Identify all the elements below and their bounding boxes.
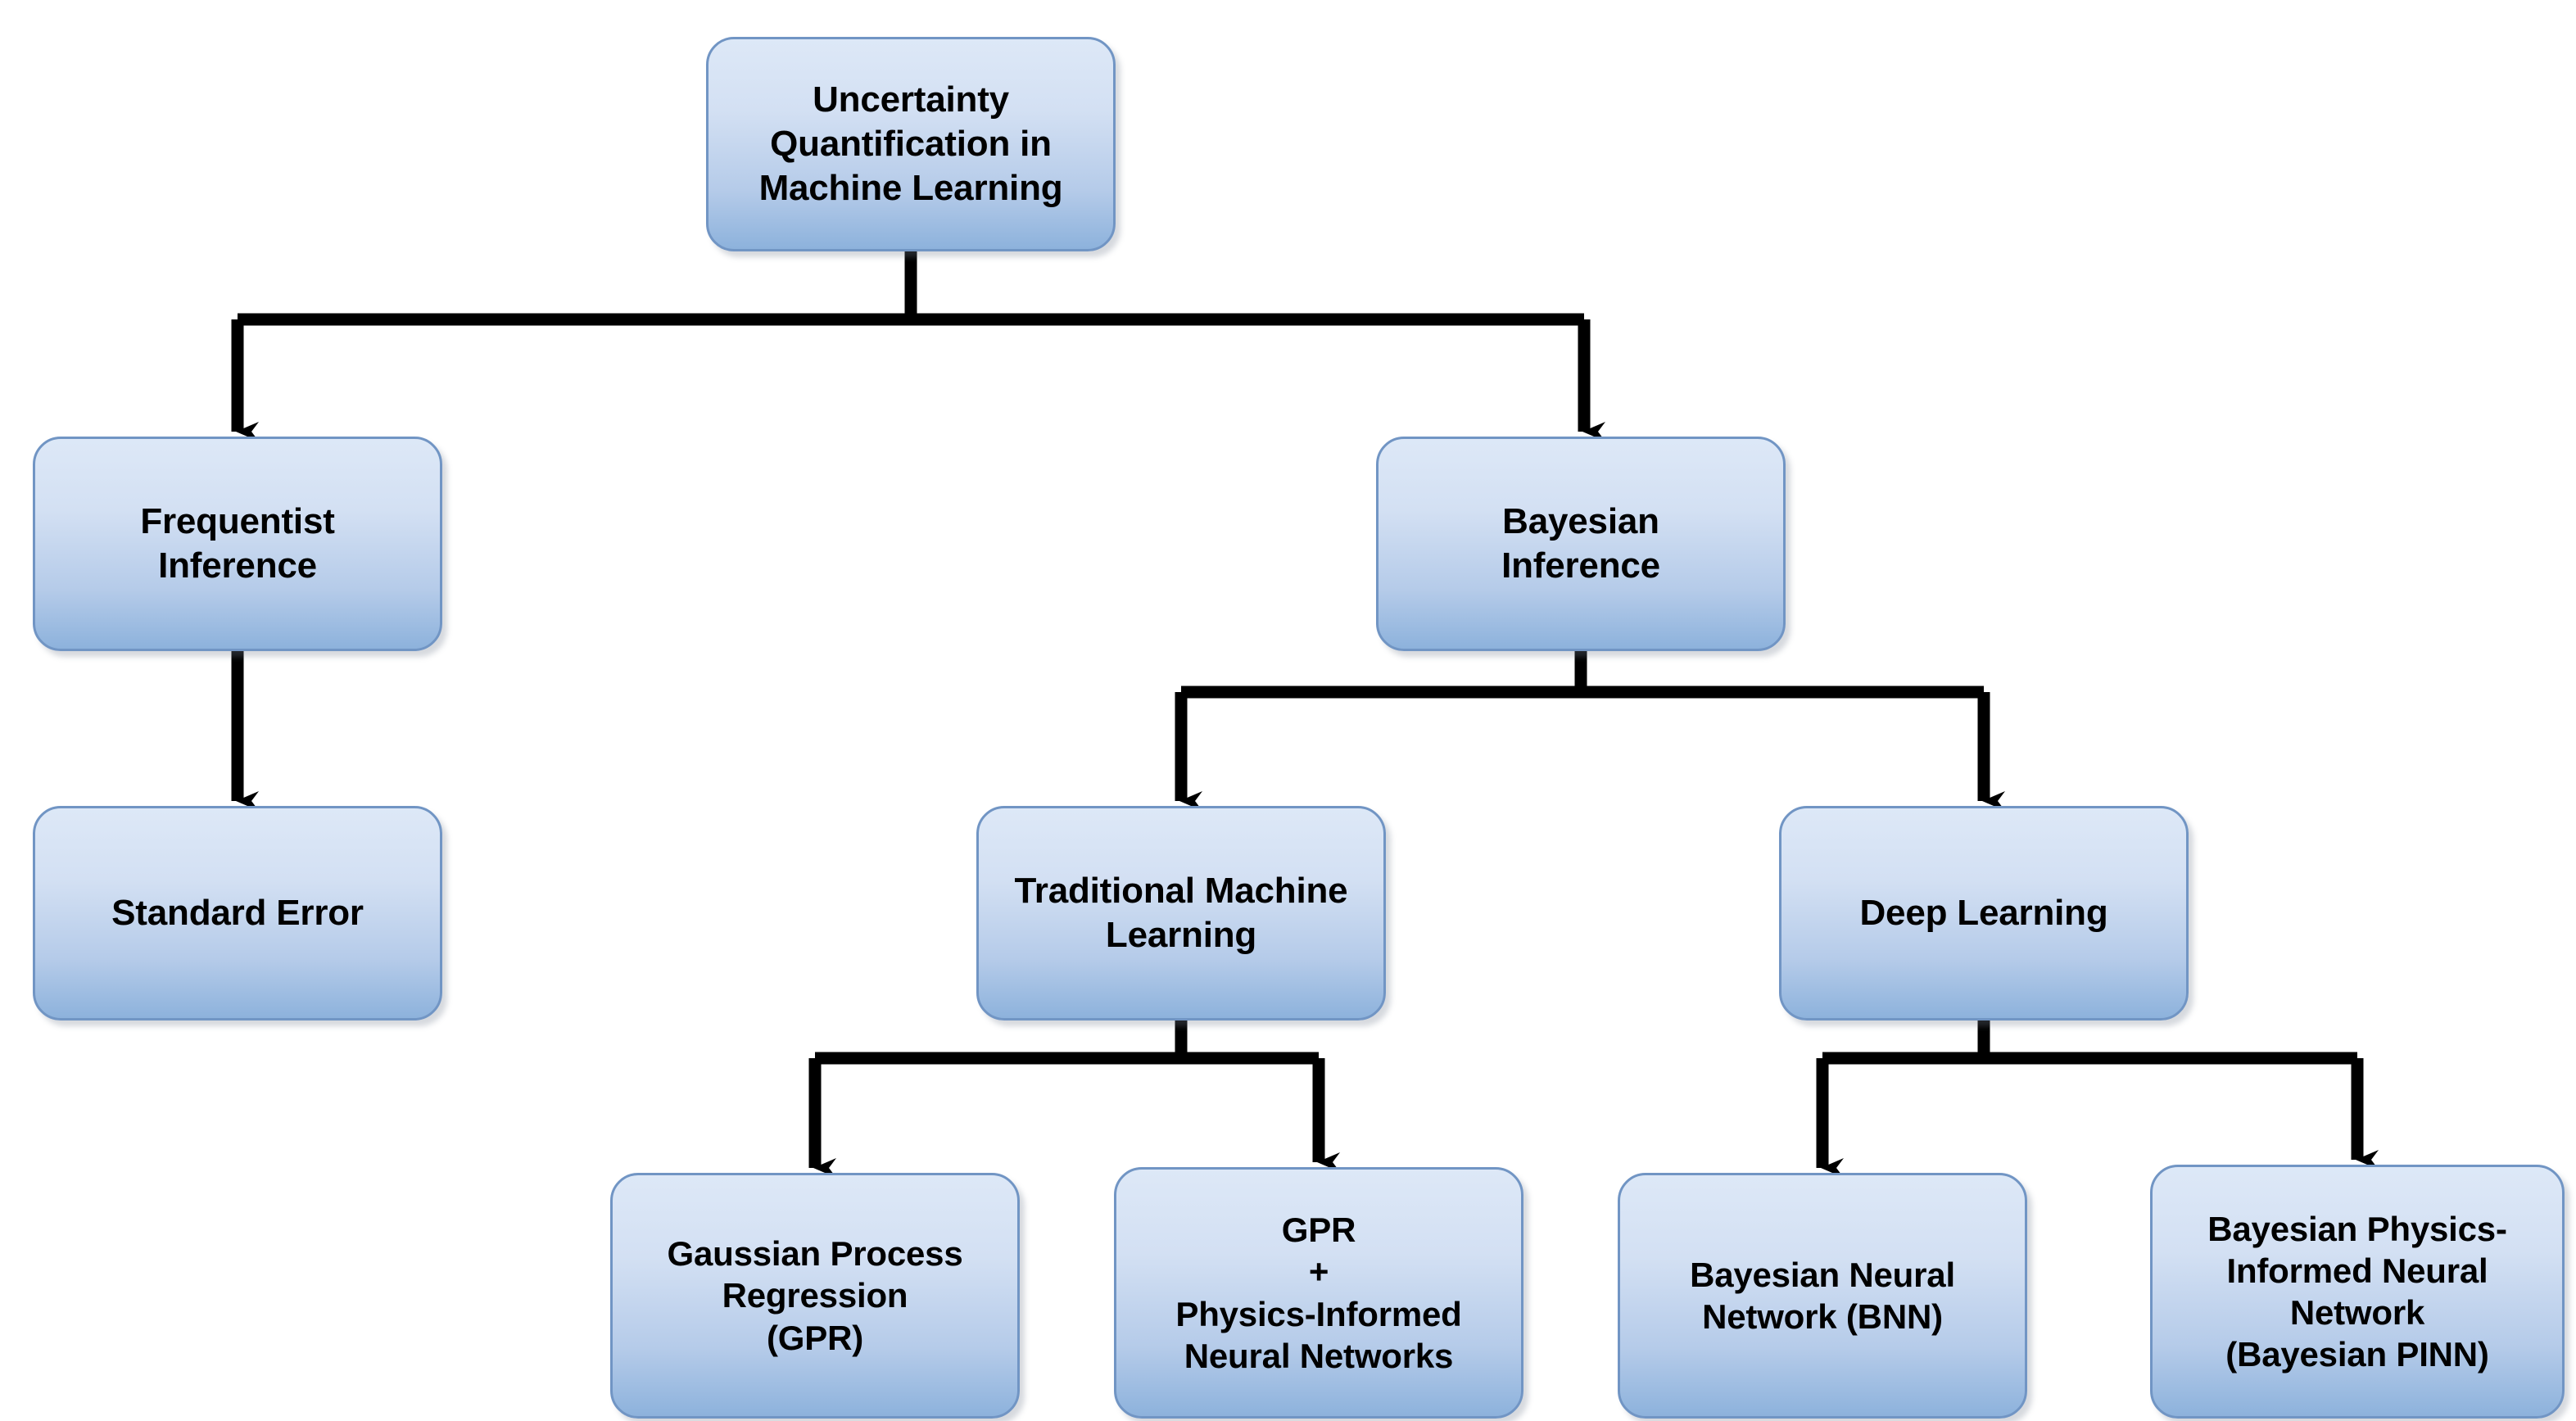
node-bayesian-physics-informed-neural-network[interactable]: Bayesian Physics- Informed Neural Networ… (2150, 1165, 2565, 1419)
node-label: Bayesian Physics- Informed Neural Networ… (2207, 1209, 2507, 1374)
node-label: Deep Learning (1859, 893, 2108, 934)
node-label: Traditional Machine Learning (1014, 871, 1348, 955)
node-label: Bayesian Inference (1501, 501, 1660, 586)
node-bayesian-inference[interactable]: Bayesian Inference (1376, 437, 1786, 651)
node-label: Gaussian Process Regression (GPR) (667, 1234, 963, 1357)
node-deep-learning[interactable]: Deep Learning (1779, 806, 2189, 1020)
node-gaussian-process-regression[interactable]: Gaussian Process Regression (GPR) (610, 1173, 1020, 1419)
node-gpr-plus-physics-informed-neural-networks[interactable]: GPR + Physics-Informed Neural Networks (1114, 1167, 1523, 1419)
node-label: Uncertainty Quantification in Machine Le… (758, 79, 1063, 208)
node-label: Bayesian Neural Network (BNN) (1690, 1255, 1955, 1336)
node-uncertainty-quantification-in-machine-learning[interactable]: Uncertainty Quantification in Machine Le… (706, 37, 1116, 251)
node-label: Frequentist Inference (140, 501, 335, 586)
node-bayesian-neural-network[interactable]: Bayesian Neural Network (BNN) (1618, 1173, 2027, 1419)
node-traditional-machine-learning[interactable]: Traditional Machine Learning (976, 806, 1386, 1020)
node-frequentist-inference[interactable]: Frequentist Inference (33, 437, 442, 651)
node-label: GPR + Physics-Informed Neural Networks (1175, 1211, 1462, 1375)
node-standard-error[interactable]: Standard Error (33, 806, 442, 1020)
node-label: Standard Error (111, 893, 364, 934)
